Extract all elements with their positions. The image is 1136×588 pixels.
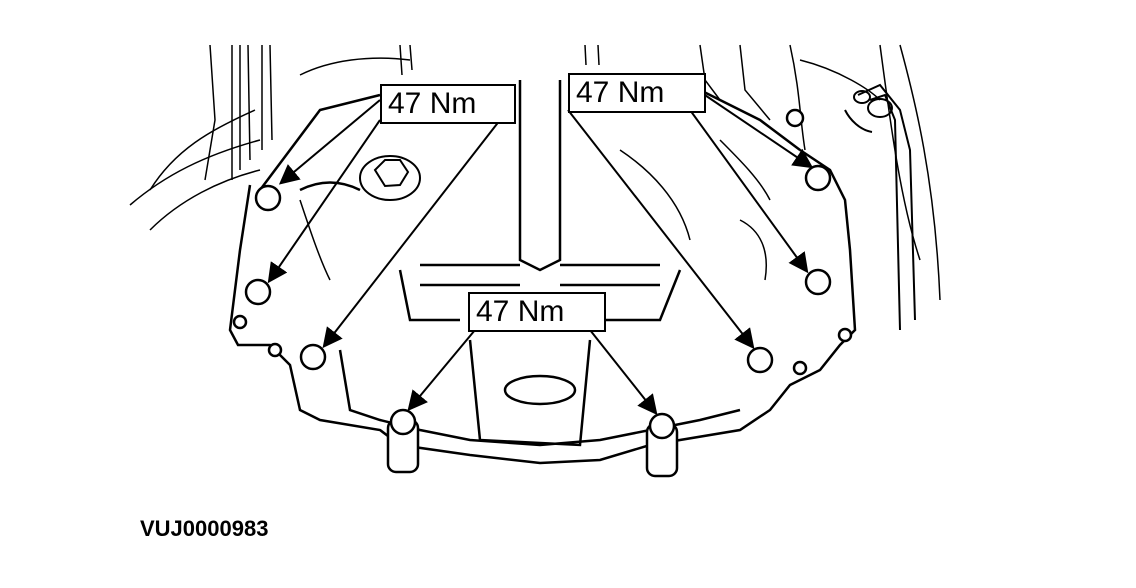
engine-background-lines: [129, 44, 941, 301]
bolt-1: [254, 184, 282, 212]
bolts: [232, 108, 853, 478]
torque-label-top-right: 47 Nm: [568, 73, 706, 113]
figure-id: VUJ0000983: [140, 516, 269, 541]
bolt-6: [746, 346, 774, 374]
leader-arrows: [267, 84, 814, 416]
torque-label-top-left: 47 Nm: [380, 84, 516, 124]
drain-plug: [359, 155, 421, 201]
bolt-3: [299, 343, 327, 371]
torque-label-center: 47 Nm: [468, 292, 606, 332]
bolt-7: [804, 268, 832, 296]
pan-detail-lines: [299, 139, 771, 281]
bolt-8: [804, 164, 832, 192]
bolt-2: [244, 278, 272, 306]
vent-tube: [844, 83, 916, 331]
transmission-pan: [228, 80, 857, 465]
